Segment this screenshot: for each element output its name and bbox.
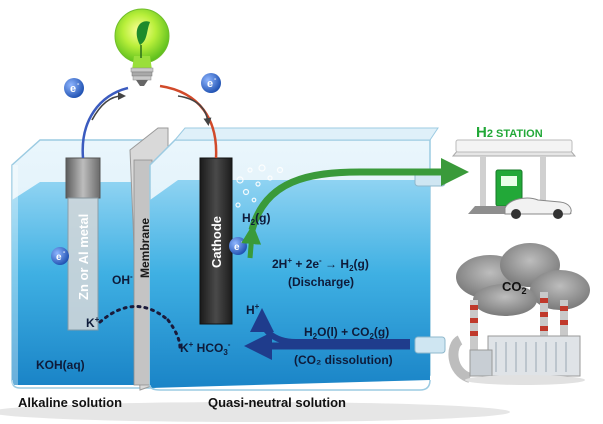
electron-flow-arrow-left xyxy=(91,92,126,121)
anode-label: Zn or Al metal xyxy=(76,214,91,300)
alkaline-caption: Alkaline solution xyxy=(18,395,122,410)
discharge-note: (Discharge) xyxy=(288,275,354,289)
co2-dissolution-note: (CO₂ dissolution) xyxy=(294,353,393,367)
potassium-migration-path xyxy=(98,305,170,324)
electron-symbol: e xyxy=(234,242,240,253)
discharge-reaction: 2H+ + 2e- → H2(g) xyxy=(272,256,369,273)
hydroxide-label: OH- xyxy=(112,272,133,287)
electrolyte-label: KOH(aq) xyxy=(36,358,85,372)
potassium-ion-label: K+ xyxy=(86,315,100,330)
hydrogen-gas-label: H2(g) xyxy=(242,211,270,227)
co2-label: CO2 xyxy=(502,279,527,296)
proton-label: H+ xyxy=(246,302,260,317)
station-sign: H2 STATION xyxy=(476,124,543,141)
membrane-label: Membrane xyxy=(138,218,152,278)
neutral-caption: Quasi-neutral solution xyxy=(208,395,346,410)
electron-charge: - xyxy=(63,249,66,256)
electron-flow-arrow-right xyxy=(177,95,212,126)
electron-icon: e - xyxy=(201,73,221,93)
hydrogen-evolution-arrow xyxy=(241,224,262,259)
potassium-migration-path-end xyxy=(166,318,182,350)
anode-electrode: Zn or Al metal xyxy=(65,157,101,331)
electron-charge: - xyxy=(77,81,80,88)
bicarbonate-label: K+ HCO3- xyxy=(180,340,231,357)
floor-shadow xyxy=(0,402,510,422)
co2-dissolution-reaction: H2O(l) + CO2(g) xyxy=(304,325,389,341)
hydrogen-flow-arrow xyxy=(248,158,469,231)
factory-icon: CO2 xyxy=(448,243,590,385)
cathode-electrode: Cathode xyxy=(199,157,233,325)
electron-icon: e - xyxy=(51,247,69,265)
cathode-label: Cathode xyxy=(209,216,224,268)
anode-wire xyxy=(81,86,129,159)
electron-icon: e - xyxy=(229,237,247,255)
electron-symbol: e xyxy=(207,78,213,90)
electron-charge: - xyxy=(214,76,217,83)
electron-symbol: e xyxy=(70,83,76,95)
hydrogen-bubbles xyxy=(235,164,284,208)
hydrogen-station-icon: H2 STATION xyxy=(451,124,577,219)
electron-symbol: e xyxy=(56,252,62,263)
light-bulb-icon xyxy=(114,8,170,86)
electron-icon: e - xyxy=(64,78,84,98)
